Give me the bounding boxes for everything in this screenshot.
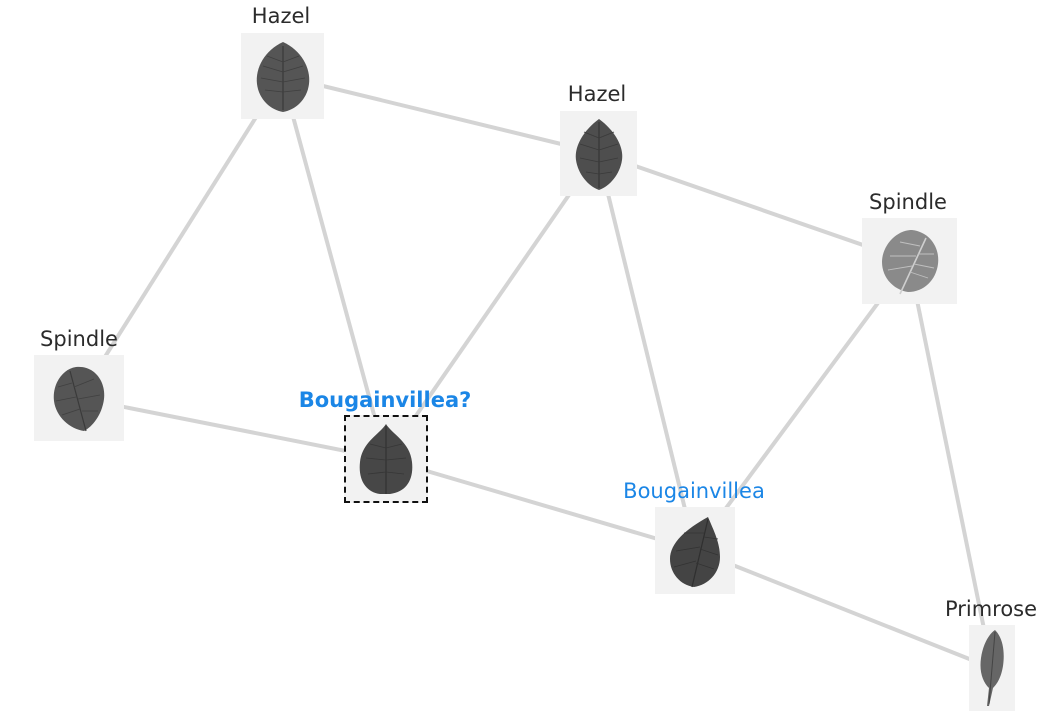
node-label-query: Bougainvillea? — [298, 388, 472, 412]
graph-edge — [694, 548, 993, 670]
node-label-primrose: Primrose — [944, 597, 1038, 621]
leaf-thumbnail-hazel[interactable] — [241, 33, 324, 119]
leaf-thumbnail-hazel[interactable] — [560, 111, 637, 196]
leaf-thumbnail-spindle[interactable] — [862, 218, 957, 304]
graph-edge — [596, 152, 697, 551]
graph-edge — [384, 151, 600, 461]
leaf-thumbnail-spindle[interactable] — [34, 355, 124, 441]
graph-edge — [281, 74, 599, 155]
node-label-hazel: Hazel — [567, 82, 627, 106]
leaf-thumbnail-primrose[interactable] — [969, 625, 1015, 711]
leaf-thumbnail-bougainvillea[interactable] — [655, 507, 735, 594]
spindle-leaf-icon — [53, 366, 105, 432]
graph-edge — [385, 457, 696, 552]
graph-edge — [693, 259, 911, 552]
graph-edge — [78, 396, 387, 461]
leaf-thumbnail-query[interactable] — [344, 415, 428, 503]
graph-edge — [907, 260, 994, 669]
graph-edge — [280, 75, 388, 460]
graph-edge — [77, 74, 284, 400]
graph-edge — [597, 151, 910, 263]
spindle-leaf-icon — [881, 230, 938, 295]
node-label-bougainvillea: Bougainvillea — [623, 479, 765, 503]
hazel-leaf-icon — [256, 42, 309, 112]
hazel-leaf-icon — [575, 118, 622, 190]
bougainvillea-leaf-icon — [359, 424, 413, 494]
node-label-spindle: Spindle — [40, 327, 118, 351]
primrose-leaf-icon — [980, 630, 1004, 706]
node-label-hazel: Hazel — [251, 4, 311, 28]
node-label-spindle: Spindle — [869, 190, 947, 214]
bougainvillea-leaf-icon — [670, 516, 720, 587]
